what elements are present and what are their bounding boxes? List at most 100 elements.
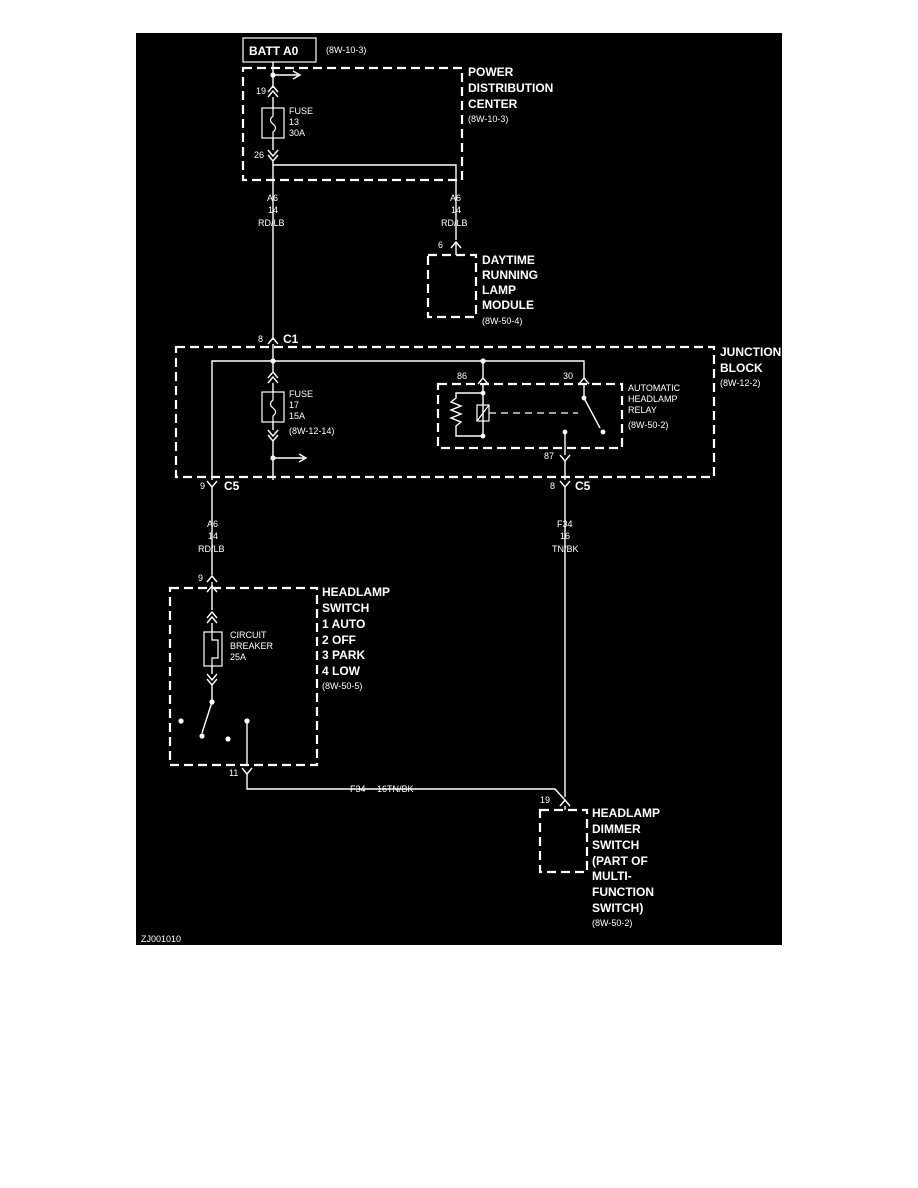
connector-chevron-icon — [206, 574, 218, 583]
pdc-title: POWER DISTRIBUTION CENTER — [468, 65, 553, 111]
svg-text:(8W-50-2): (8W-50-2) — [628, 420, 668, 430]
switch-contact-icon — [201, 701, 213, 734]
jb-c5-left-pin: 9 — [200, 481, 205, 491]
relay-pin-87: 87 — [544, 451, 554, 461]
svg-text:DISTRIBUTION: DISTRIBUTION — [468, 81, 553, 95]
pdc-ref: (8W-10-3) — [468, 114, 508, 124]
svg-text:4 LOW: 4 LOW — [322, 664, 361, 678]
arrow-right-icon — [298, 453, 308, 463]
jb-c5-right-pin: 8 — [550, 481, 555, 491]
pdc-pin-in: 19 — [256, 86, 266, 96]
relay-pin-30: 30 — [563, 371, 573, 381]
jb-c5-left-label: C5 — [224, 479, 240, 493]
svg-text:RUNNING: RUNNING — [482, 268, 538, 282]
diagram-background — [136, 33, 782, 945]
svg-text:HEADLAMP: HEADLAMP — [322, 585, 390, 599]
svg-text:SWITCH: SWITCH — [322, 601, 369, 615]
drl-pin: 6 — [438, 240, 443, 250]
relay-box — [436, 382, 624, 450]
pdc-pin-out: 26 — [254, 150, 264, 160]
jb-c1-pin: 8 — [258, 334, 263, 344]
arrow-right-icon — [292, 70, 302, 80]
svg-text:LAMP: LAMP — [482, 283, 516, 297]
switch-position-dot — [199, 733, 205, 739]
relay-contact-icon — [583, 397, 601, 429]
svg-text:A6: A6 — [450, 193, 461, 203]
wire-f34-bottom-gauge: 16TN/BK — [377, 784, 414, 794]
figure-id: ZJ001010 — [141, 934, 181, 944]
connector-chevron-icon — [206, 610, 218, 624]
svg-text:13: 13 — [289, 117, 299, 127]
svg-text:RELAY: RELAY — [628, 405, 657, 415]
wire-f34-label: F34 16 TN/BK — [552, 519, 579, 554]
connector-chevron-icon — [477, 376, 489, 385]
svg-text:3 PARK: 3 PARK — [322, 648, 365, 662]
batt-box — [242, 37, 317, 63]
connector-chevron-icon — [267, 84, 279, 98]
relay-pin-86: 86 — [457, 371, 467, 381]
wire-a6-right-label: A6 14 RD/LB — [441, 193, 468, 228]
drl-ref: (8W-50-4) — [482, 316, 522, 326]
svg-text:TN/BK: TN/BK — [552, 544, 579, 554]
svg-text:RD/LB: RD/LB — [198, 544, 225, 554]
svg-text:17: 17 — [289, 400, 299, 410]
svg-text:SWITCH): SWITCH) — [592, 901, 643, 915]
headlamp-switch-ref: (8W-50-5) — [322, 681, 362, 691]
svg-text:25A: 25A — [230, 652, 246, 662]
wire-f34-bottom-circuit: F34 — [350, 784, 366, 794]
wire-a6-left-label: A6 14 RD/LB — [258, 193, 285, 228]
wire-a6-lower-label: A6 14 RD/LB — [198, 519, 225, 554]
junction-ref: (8W-12-2) — [720, 378, 760, 388]
dimmer-switch-box — [538, 808, 589, 874]
relay-label: AUTOMATIC HEADLAMP RELAY (8W-50-2) — [628, 383, 681, 430]
svg-text:AUTOMATIC: AUTOMATIC — [628, 383, 681, 393]
svg-text:16: 16 — [560, 531, 570, 541]
svg-text:RD/LB: RD/LB — [441, 218, 468, 228]
headlamp-switch-title: HEADLAMP SWITCH 1 AUTO 2 OFF 3 PARK 4 LO… — [322, 585, 390, 678]
svg-text:POWER: POWER — [468, 65, 514, 79]
svg-text:HEADLAMP: HEADLAMP — [628, 394, 678, 404]
connector-chevron-icon — [578, 376, 590, 385]
connector-chevron-icon — [267, 336, 279, 345]
circuit-breaker-icon — [203, 631, 223, 667]
junction-title: JUNCTION BLOCK — [720, 345, 781, 375]
dimmer-title: HEADLAMP DIMMER SWITCH (PART OF MULTI- F… — [592, 806, 660, 915]
switch-position-dot — [178, 718, 184, 724]
svg-text:SWITCH: SWITCH — [592, 838, 639, 852]
svg-text:HEADLAMP: HEADLAMP — [592, 806, 660, 820]
hs-pin-out: 11 — [229, 768, 238, 778]
svg-text:JUNCTION: JUNCTION — [720, 345, 781, 359]
jb-c5-right-label: C5 — [575, 479, 591, 493]
svg-text:(PART OF: (PART OF — [592, 854, 648, 868]
headlamp-switch-box — [168, 586, 319, 767]
jb-fuse-label: FUSE 17 15A (8W-12-14) — [289, 389, 334, 436]
svg-text:MULTI-: MULTI- — [592, 869, 632, 883]
svg-text:2 OFF: 2 OFF — [322, 633, 356, 647]
svg-text:BLOCK: BLOCK — [720, 361, 763, 375]
pdc-box — [241, 66, 464, 182]
svg-text:15A: 15A — [289, 411, 305, 421]
pdc-fuse-label: FUSE 13 30A — [289, 106, 313, 138]
breaker-label: CIRCUIT BREAKER 25A — [230, 630, 274, 662]
hs-pin-in: 9 — [198, 573, 203, 583]
svg-text:30A: 30A — [289, 128, 305, 138]
svg-text:RD/LB: RD/LB — [258, 218, 285, 228]
jb-c1-label: C1 — [283, 332, 299, 346]
svg-text:DIMMER: DIMMER — [592, 822, 641, 836]
drl-title: DAYTIME RUNNING LAMP MODULE — [482, 253, 538, 312]
batt-ref: (8W-10-3) — [326, 45, 366, 55]
svg-text:FUNCTION: FUNCTION — [592, 885, 654, 899]
batt-label: BATT A0 — [249, 44, 299, 58]
svg-text:14: 14 — [451, 205, 461, 215]
svg-text:BREAKER: BREAKER — [230, 641, 274, 651]
svg-text:F34: F34 — [557, 519, 573, 529]
svg-text:CENTER: CENTER — [468, 97, 518, 111]
connector-chevron-icon — [559, 798, 571, 807]
svg-text:CIRCUIT: CIRCUIT — [230, 630, 267, 640]
junction-block-box — [174, 345, 716, 479]
svg-text:FUSE: FUSE — [289, 389, 313, 399]
svg-text:MODULE: MODULE — [482, 298, 534, 312]
connector-chevron-icon — [267, 370, 279, 384]
svg-text:A6: A6 — [267, 193, 278, 203]
